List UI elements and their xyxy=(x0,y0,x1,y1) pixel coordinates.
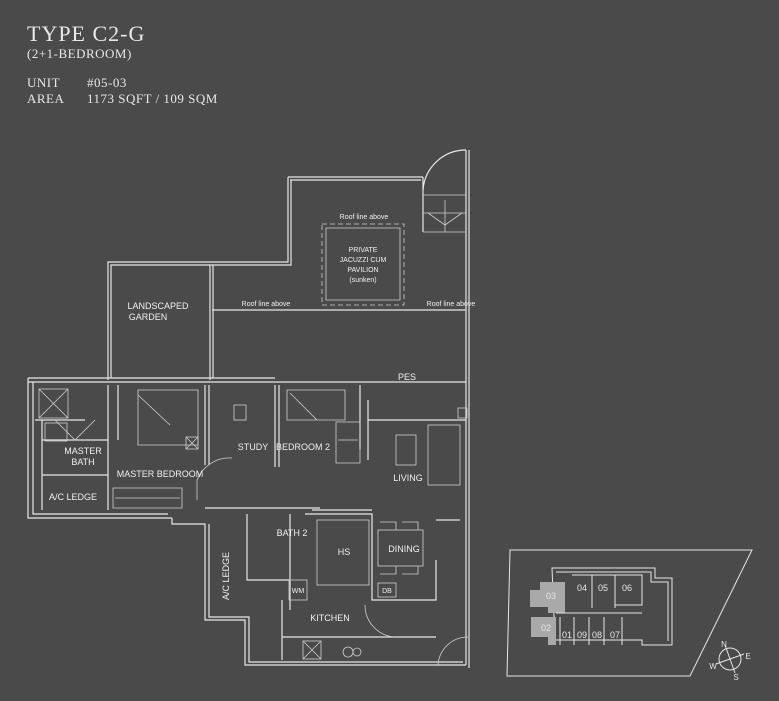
key-unit: 07 xyxy=(610,630,620,640)
key-unit: 02 xyxy=(541,623,551,633)
study-label: STUDY xyxy=(238,442,269,452)
key-unit: 04 xyxy=(577,583,587,593)
master-bedroom-label: MASTER BEDROOM xyxy=(117,469,204,479)
roof-line-label: Roof line above xyxy=(340,214,389,221)
walls xyxy=(27,149,470,668)
dining-label: DINING xyxy=(388,544,420,554)
key-unit: 08 xyxy=(592,630,602,640)
key-unit: 01 xyxy=(562,630,572,640)
garden-label: LANDSCAPED xyxy=(127,301,189,311)
unit-row: UNIT #05-03 xyxy=(27,75,218,91)
compass-w: W xyxy=(709,662,717,671)
area-value: 1173 SQFT / 109 SQM xyxy=(87,91,218,106)
key-unit: 05 xyxy=(598,583,608,593)
master-bath-label: MASTER xyxy=(64,446,102,456)
key-plan: 03 04 05 06 02 01 09 08 07 N E S W xyxy=(506,549,753,682)
unit-03-highlight xyxy=(530,582,565,613)
master-bath-label: BATH xyxy=(71,457,94,467)
ac-ledge-label: A/C LEDGE xyxy=(49,492,97,502)
pavilion-label: JACUZZI CUM xyxy=(340,257,387,264)
unit-02-highlight xyxy=(531,617,556,645)
bedroom2-label: BEDROOM 2 xyxy=(276,442,330,452)
unit-value: #05-03 xyxy=(87,75,127,90)
roof-line-label: Roof line above xyxy=(427,301,476,308)
compass-e: E xyxy=(745,652,750,661)
key-unit: 06 xyxy=(622,583,632,593)
compass-s: S xyxy=(733,673,738,682)
key-unit: 09 xyxy=(577,630,587,640)
key-unit: 03 xyxy=(546,591,556,601)
bath2-label: BATH 2 xyxy=(277,528,308,538)
room-labels: Roof line above Roof line above Roof lin… xyxy=(49,214,475,623)
wm-label: WM xyxy=(292,588,305,595)
living-label: LIVING xyxy=(393,473,423,483)
unit-header: TYPE C2-G (2+1-BEDROOM) UNIT #05-03 AREA 1… xyxy=(27,22,218,107)
pavilion-label: (sunken) xyxy=(349,277,376,284)
pavilion-label: PRIVATE xyxy=(349,247,378,254)
area-label: AREA xyxy=(27,91,65,106)
ac-ledge-label: A/C LEDGE xyxy=(221,552,231,600)
compass-n: N xyxy=(721,640,727,649)
db-label: DB xyxy=(382,588,392,595)
compass-icon: N E S W xyxy=(709,640,750,682)
unit-type-subtitle: (2+1-BEDROOM) xyxy=(27,46,132,61)
garden-label: GARDEN xyxy=(129,312,168,322)
pes-label: PES xyxy=(398,372,416,382)
kitchen-label: KITCHEN xyxy=(310,613,350,623)
roof-line-label: Roof line above xyxy=(242,301,291,308)
pavilion-label: PAVILION xyxy=(347,267,378,274)
hs-label: HS xyxy=(338,547,351,557)
unit-type-title: TYPE C2-G xyxy=(27,21,146,46)
area-row: AREA 1173 SQFT / 109 SQM xyxy=(27,91,218,107)
unit-label: UNIT xyxy=(27,75,61,90)
